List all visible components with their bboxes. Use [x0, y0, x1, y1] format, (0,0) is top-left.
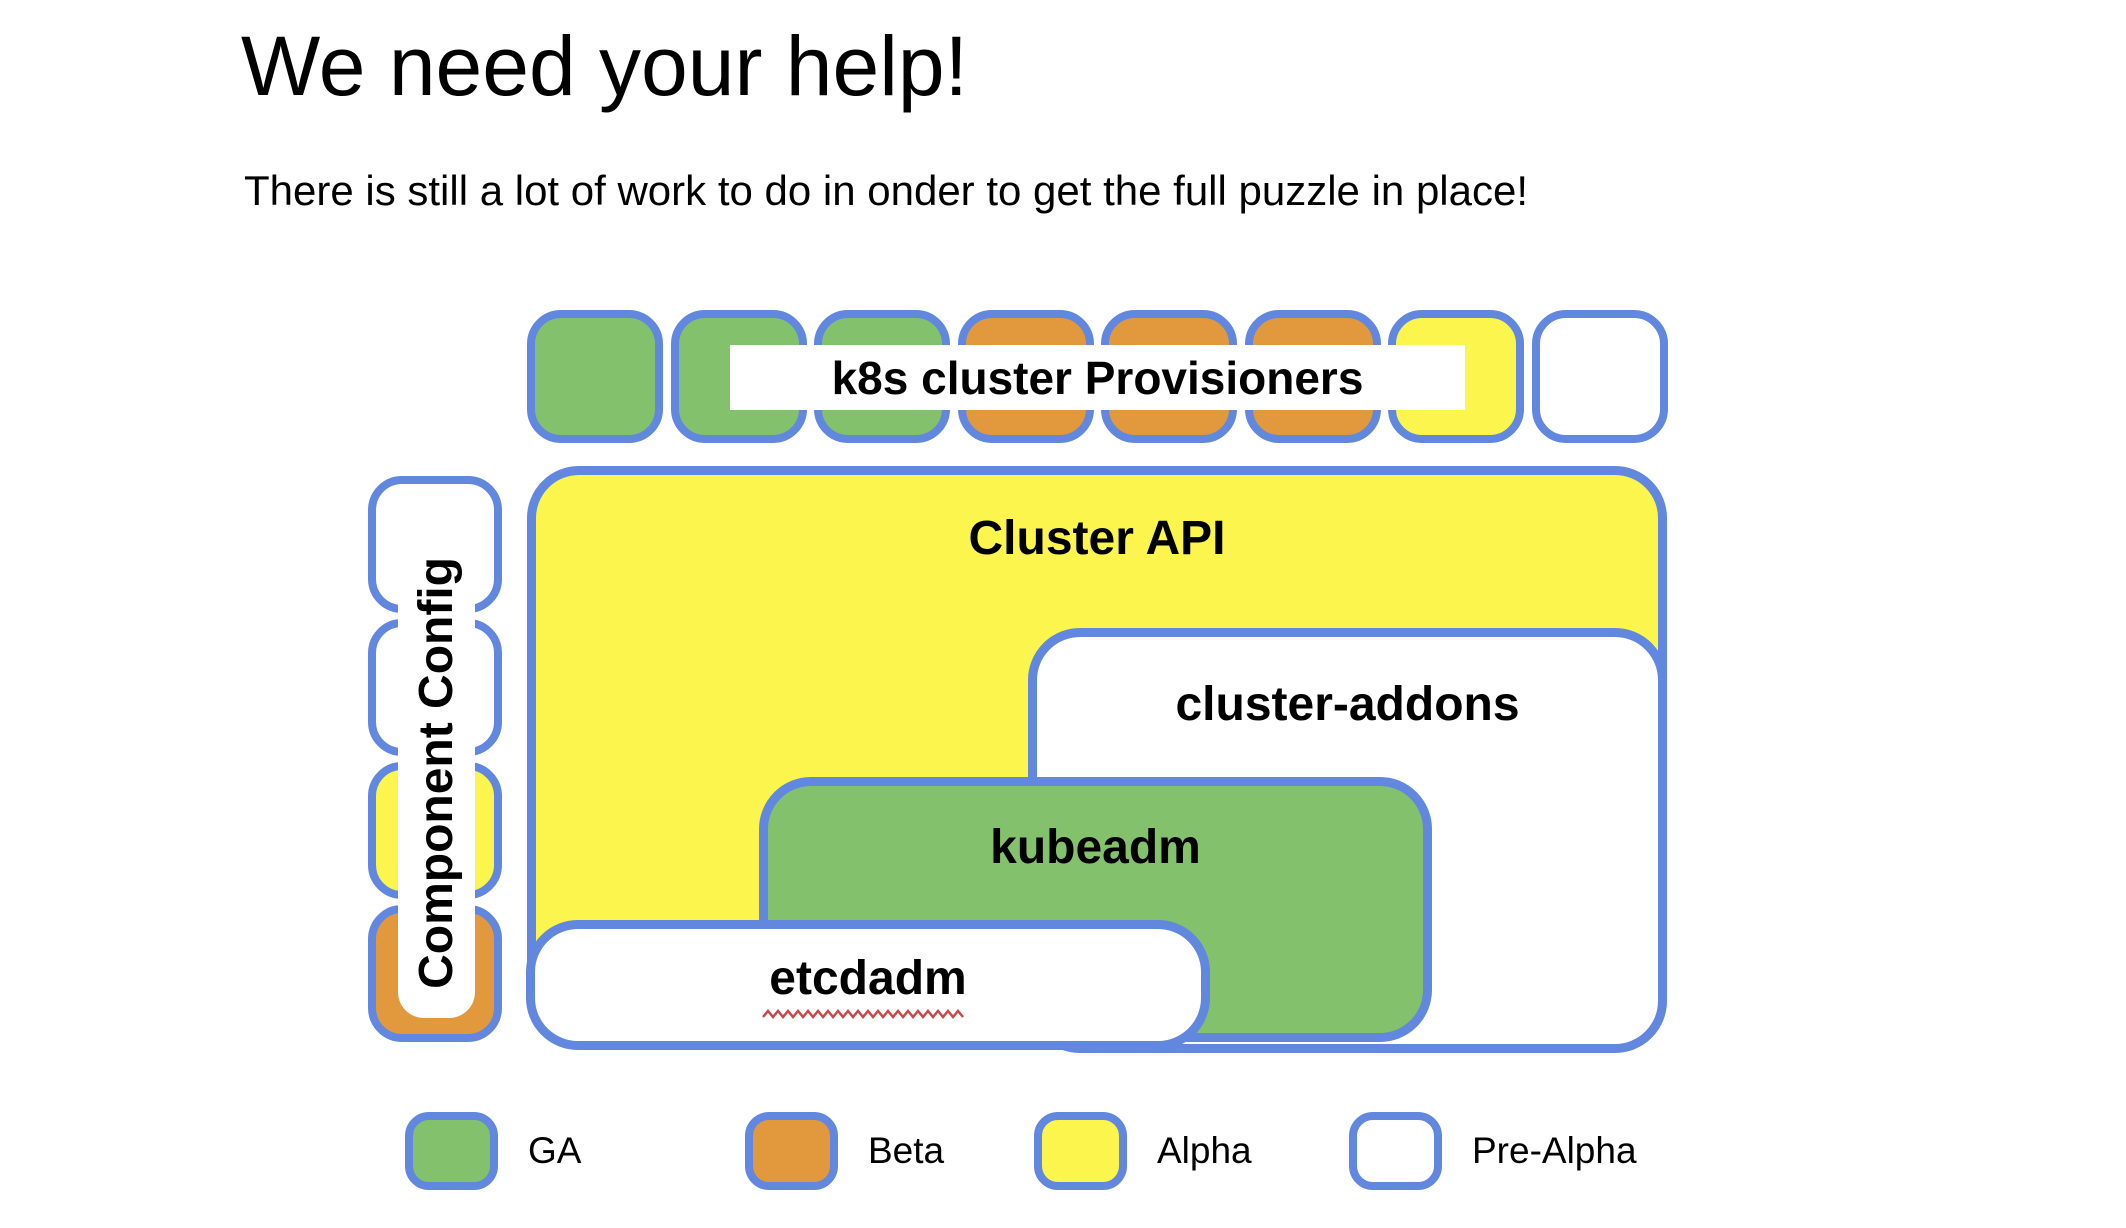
legend-label-pre-alpha: Pre-Alpha	[1472, 1130, 1637, 1171]
box-etcdadm: etcdadm	[526, 920, 1210, 1050]
legend-item-alpha: Alpha	[1034, 1112, 1252, 1190]
box-cluster-api-label: Cluster API	[968, 512, 1226, 565]
box-etcdadm-label: etcdadm	[769, 952, 967, 1006]
legend-label-beta: Beta	[868, 1130, 945, 1171]
legend-item-beta: Beta	[745, 1112, 944, 1190]
page-subtitle: There is still a lot of work to do in on…	[244, 167, 1529, 214]
component-config-label-plate: Component Config	[398, 528, 475, 1018]
legend-swatch-beta	[745, 1112, 838, 1190]
component-config-label: Component Config	[410, 557, 463, 989]
provisioners-row-label: k8s cluster Provisioners	[831, 351, 1364, 404]
legend-swatch-alpha	[1034, 1112, 1127, 1190]
legend-item-ga: GA	[405, 1112, 581, 1190]
page-title: We need your help!	[241, 19, 968, 113]
legend-label-ga: GA	[528, 1130, 582, 1171]
legend-swatch-ga	[405, 1112, 498, 1190]
legend-swatch-pre-alpha	[1349, 1112, 1442, 1190]
puzzle-piece	[1531, 310, 1668, 443]
legend-label-alpha: Alpha	[1157, 1130, 1252, 1171]
provisioners-row-label-plate: k8s cluster Provisioners	[730, 345, 1465, 410]
spellcheck-squiggle-underline	[762, 1008, 964, 1019]
legend-item-pre-alpha: Pre-Alpha	[1349, 1112, 1637, 1190]
box-cluster-addons-label: cluster-addons	[1175, 678, 1520, 731]
box-kubeadm-label: kubeadm	[990, 821, 1201, 874]
status-legend: GA Beta Alpha Pre-Alpha	[0, 1112, 2126, 1192]
puzzle-piece	[527, 310, 663, 443]
